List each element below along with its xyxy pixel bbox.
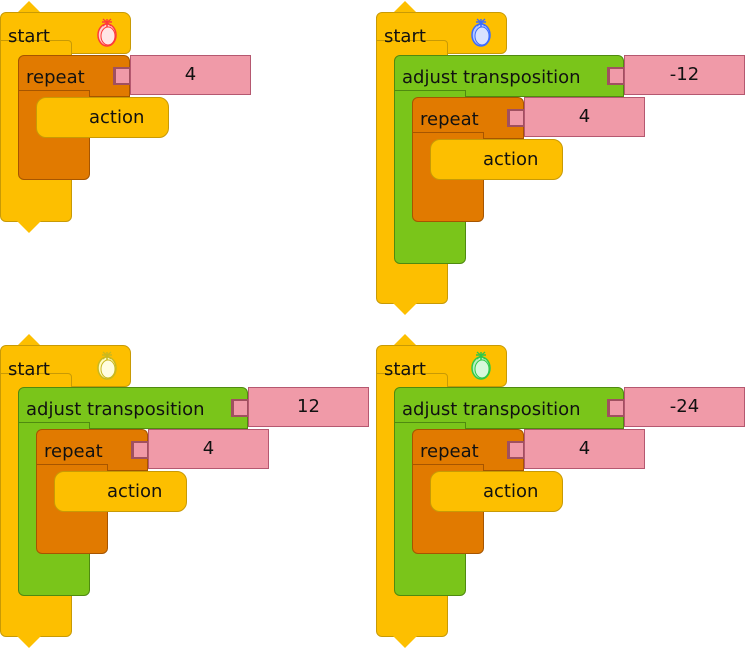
mouse-icon — [471, 18, 491, 47]
start-hat — [393, 1, 417, 13]
transposition-label: adjust transposition — [26, 399, 205, 420]
repeat-label: repeat — [420, 109, 479, 130]
start-label: start — [8, 26, 50, 47]
start-hat — [393, 334, 417, 346]
repeat-count-input[interactable]: 4 — [130, 55, 251, 95]
action-block[interactable]: action — [54, 471, 187, 512]
action-block[interactable]: action — [36, 97, 169, 138]
start-label: start — [8, 359, 50, 380]
repeat-label: repeat — [420, 441, 479, 462]
start-label: start — [384, 26, 426, 47]
start-label: start — [384, 359, 426, 380]
mouse-icon — [471, 351, 491, 380]
start-tail — [17, 636, 41, 648]
mouse-icon — [97, 18, 117, 47]
repeat-label: repeat — [26, 67, 85, 88]
transposition-input[interactable]: 12 — [248, 387, 369, 427]
repeat-count-input[interactable]: 4 — [524, 97, 645, 137]
start-hat — [17, 1, 41, 13]
repeat-count-input[interactable]: 4 — [148, 429, 269, 469]
transposition-label: adjust transposition — [402, 399, 581, 420]
action-block[interactable]: action — [430, 139, 563, 180]
start-hat — [17, 334, 41, 346]
transposition-connector — [607, 399, 625, 417]
start-tail — [17, 221, 41, 233]
repeat-count-connector — [507, 441, 525, 459]
repeat-count-input[interactable]: 4 — [524, 429, 645, 469]
transposition-input[interactable]: -24 — [624, 387, 745, 427]
repeat-label: repeat — [44, 441, 103, 462]
transposition-label: adjust transposition — [402, 67, 581, 88]
mouse-icon — [97, 351, 117, 380]
transposition-input[interactable]: -12 — [624, 55, 745, 95]
start-tail — [393, 636, 417, 648]
start-tail — [393, 303, 417, 315]
action-block[interactable]: action — [430, 471, 563, 512]
